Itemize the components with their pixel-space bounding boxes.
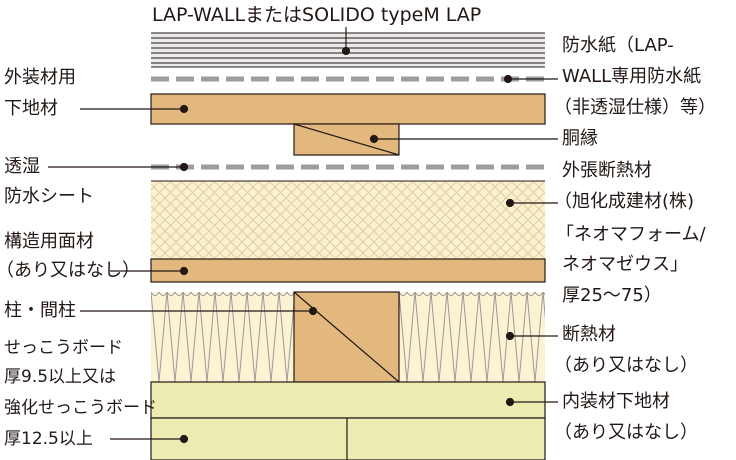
furring-strip bbox=[293, 123, 400, 156]
label-cavity-insulation-line2: （あり又はなし） bbox=[554, 355, 698, 376]
label-exterior-foam-line3: 「ネオマフォーム/ bbox=[556, 224, 706, 245]
label-waterproof-paper-line1: 防水紙（LAP- bbox=[562, 35, 674, 56]
gypsum-board-layer bbox=[150, 417, 546, 460]
label-structural-panel-line1: 構造用面材 bbox=[4, 231, 94, 252]
label-breathable-sheet-line2: 防水シート bbox=[4, 186, 94, 207]
siding-layer bbox=[151, 32, 545, 68]
label-gypsum-line2: 厚9.5以上又は bbox=[4, 367, 117, 387]
label-waterproof-paper-line3: （非透湿仕様）等） bbox=[554, 97, 716, 118]
label-stud: 柱・間柱 bbox=[4, 300, 76, 321]
label-cavity-insulation-line1: 断熱材 bbox=[562, 324, 616, 345]
label-gypsum-line1: せっこうボード bbox=[4, 338, 123, 358]
exterior-foam-insulation-layer bbox=[151, 180, 545, 259]
label-exterior-foam-line4: ネオマゼウス」 bbox=[562, 254, 688, 275]
label-interior-substrate-line2: （あり又はなし） bbox=[554, 422, 698, 443]
cavity-insulation-layer bbox=[151, 292, 545, 382]
diagram-title: LAP-WALLまたはSOLIDO typeM LAP bbox=[152, 4, 482, 26]
label-exterior-foam-line2: （旭化成建材(株) bbox=[554, 191, 695, 212]
label-exterior-substrate-line2: 下地材 bbox=[4, 98, 58, 119]
stud-post bbox=[293, 291, 400, 383]
label-exterior-foam-line5: 厚25〜75） bbox=[562, 285, 662, 306]
leader-lines bbox=[48, 27, 558, 444]
label-structural-panel-line2: （あり又はなし） bbox=[0, 260, 140, 281]
interior-substrate-layer bbox=[150, 381, 546, 419]
label-waterproof-paper-line2: WALL専用防水紙 bbox=[562, 66, 702, 87]
label-furring-strip: 胴縁 bbox=[562, 128, 598, 149]
exterior-substrate-layer bbox=[150, 93, 546, 125]
label-interior-substrate-line1: 内装材下地材 bbox=[562, 391, 670, 412]
label-exterior-substrate-line1: 外装材用 bbox=[4, 67, 76, 88]
structural-panel-layer bbox=[150, 258, 546, 283]
label-gypsum-line3: 強化せっこうボード bbox=[4, 398, 157, 418]
label-breathable-sheet-line1: 透湿 bbox=[4, 156, 40, 177]
label-exterior-foam-line1: 外張断熱材 bbox=[562, 160, 652, 181]
label-gypsum-line4: 厚12.5以上 bbox=[4, 429, 93, 449]
